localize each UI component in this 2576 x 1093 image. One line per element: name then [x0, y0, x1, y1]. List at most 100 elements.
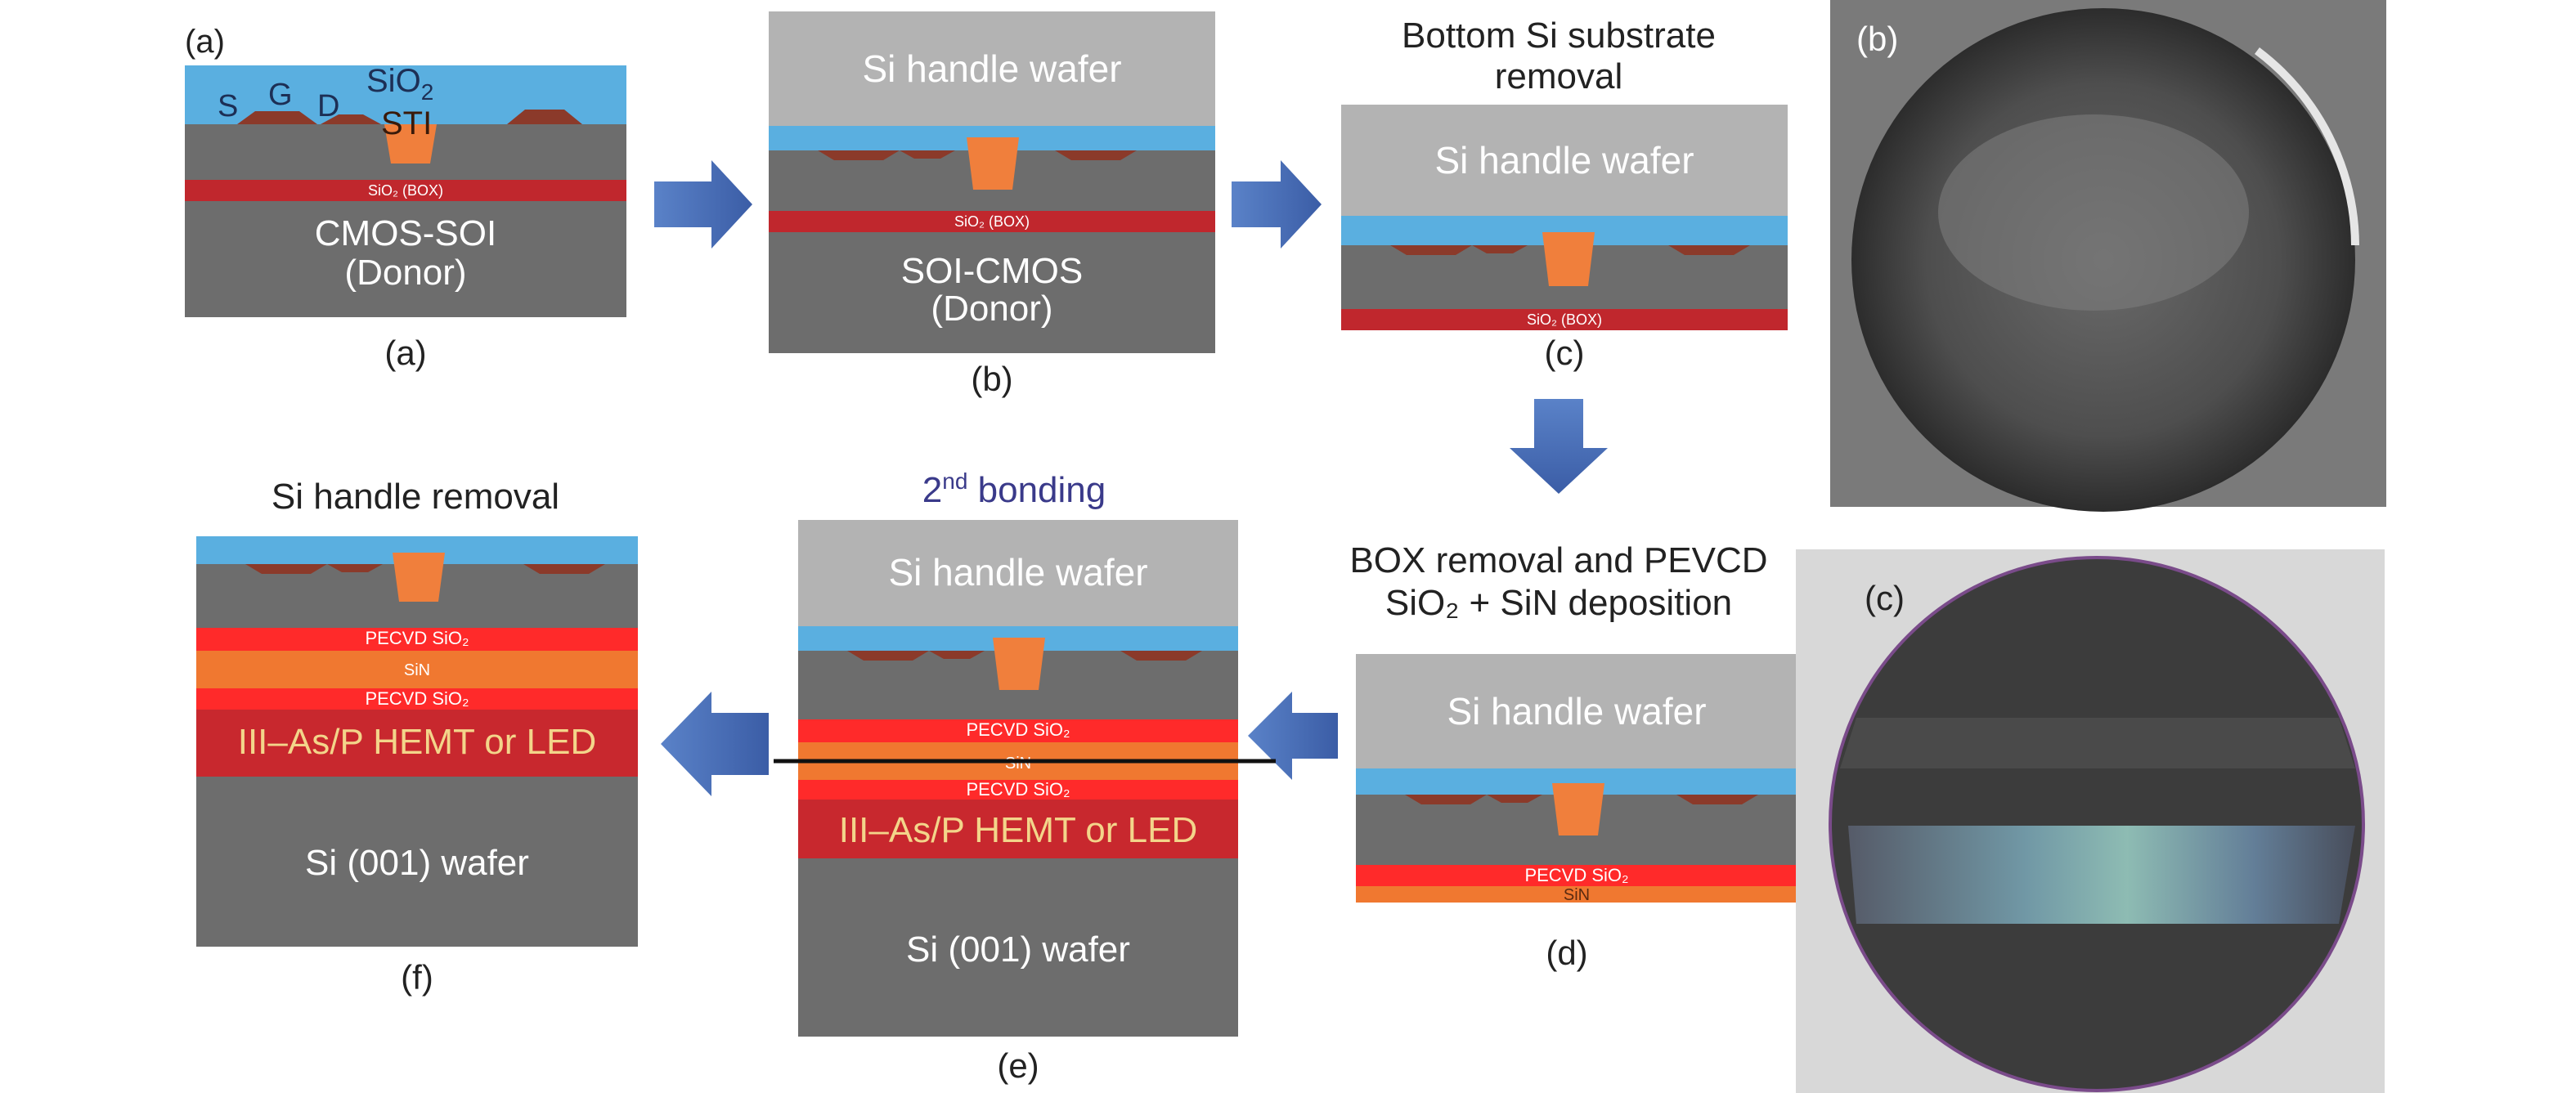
- arrow-d-to-e: [1248, 692, 1338, 780]
- panel-e-gate-1: [847, 651, 929, 661]
- panel-e-pecvd-bottom-label: PECVD SiO₂: [966, 779, 1070, 800]
- panel-d-pecvd-label: PECVD SiO₂: [1524, 865, 1628, 885]
- panel-e-device-layer: [798, 800, 1238, 858]
- panel-a-gate-1: [237, 111, 317, 124]
- panel-c: Bottom Si substrate removal Si handle wa…: [1341, 16, 1788, 372]
- panel-a-sti: [384, 124, 437, 164]
- panel-c-gate-1: [1390, 245, 1472, 255]
- panel-c-title-line1: Bottom Si substrate: [1402, 16, 1716, 56]
- panel-f-gate-1: [245, 564, 327, 574]
- panel-a-d-label: D: [317, 89, 339, 123]
- panel-d-title-line1: BOX removal and PEVCD: [1349, 540, 1767, 580]
- panel-f-sin-layer: [196, 651, 638, 688]
- panel-c-title-line2: removal: [1495, 56, 1623, 96]
- panel-d-gate-2: [1487, 795, 1542, 803]
- photo-c-wafer: [1829, 556, 2365, 1092]
- panel-f-caption: (f): [401, 958, 433, 997]
- panel-e-handle-label: Si handle wafer: [888, 551, 1147, 594]
- panel-b-gate-2: [900, 150, 955, 159]
- panel-b-sti: [967, 137, 1019, 190]
- photo-b-wafer-edge-highlight: [2254, 47, 2359, 246]
- panel-a-g-label: G: [268, 78, 293, 112]
- panel-b-handle-label: Si handle wafer: [862, 47, 1121, 90]
- panel-d-sin-label: SiN: [1564, 886, 1590, 904]
- photo-b-label: (b): [1856, 20, 1898, 58]
- panel-d-handle-label: Si handle wafer: [1447, 690, 1706, 732]
- panel-a-box-layer: [185, 180, 626, 201]
- panel-b-handle: [769, 11, 1215, 126]
- panel-a-sio2-label: SiO2: [366, 63, 433, 105]
- panel-a-caption: (a): [384, 334, 426, 372]
- panel-d: BOX removal and PEVCD SiO₂ + SiN deposit…: [1349, 540, 1797, 972]
- panel-b-box-layer: [769, 211, 1215, 232]
- panel-f-sti: [393, 553, 445, 602]
- panel-e-sti: [993, 638, 1045, 690]
- panel-e-pecvd-bottom-layer: [798, 780, 1238, 800]
- panel-f-title: Si handle removal: [272, 477, 559, 517]
- panel-a-box-label: SiO₂ (BOX): [368, 182, 443, 199]
- panel-f-gate-3: [523, 564, 605, 574]
- panel-d-sin-layer: [1356, 886, 1797, 903]
- panel-e-title: 2nd bonding: [922, 468, 1106, 510]
- panel-d-pecvd-layer: [1356, 865, 1797, 886]
- panel-b-caption: (b): [971, 360, 1012, 398]
- panel-a: (a) SiO₂ (BOX) S G D SiO2 STI CMOS-SOI (…: [185, 24, 626, 372]
- panel-f-pecvd-bottom-label: PECVD SiO₂: [365, 688, 469, 709]
- panel-e-pecvd-top-label: PECVD SiO₂: [966, 719, 1070, 740]
- panel-c-sti: [1542, 232, 1595, 286]
- panel-c-gate-2: [1472, 245, 1528, 253]
- panel-f: Si handle removal PECVD SiO₂ SiN PECVD S…: [196, 477, 638, 997]
- panel-a-sti-label: STI: [381, 105, 432, 141]
- panel-d-caption: (d): [1546, 934, 1587, 972]
- panel-a-substrate-line1: CMOS-SOI: [315, 213, 496, 253]
- panel-b-box-label: SiO₂ (BOX): [954, 213, 1030, 230]
- panel-a-gate-3: [507, 110, 582, 124]
- arrow-e-to-f: [661, 692, 769, 796]
- panel-c-handle-label: Si handle wafer: [1434, 139, 1694, 181]
- panel-a-s-label: S: [218, 89, 238, 123]
- panel-e-gate-3: [1120, 651, 1202, 661]
- panel-f-pecvd-bottom-layer: [196, 688, 638, 710]
- panel-e-caption: (e): [997, 1046, 1039, 1085]
- panel-e-handle: [798, 520, 1238, 626]
- panel-d-gate-1: [1405, 795, 1487, 804]
- arrow-c-to-d: [1510, 399, 1608, 494]
- arrow-b-to-c: [1232, 160, 1322, 249]
- panel-c-caption: (c): [1545, 334, 1585, 372]
- photo-b-bonded-area: [1938, 114, 2249, 311]
- panel-a-gate-2: [321, 114, 381, 124]
- panel-b-gate-3: [1055, 150, 1137, 160]
- panel-b-gate-1: [818, 150, 900, 160]
- panel-e-pecvd-top-layer: [798, 719, 1238, 742]
- panel-d-title-line2: SiO₂ + SiN deposition: [1385, 583, 1732, 623]
- panel-f-gate-2: [327, 564, 383, 572]
- panel-e-sin-label: SiN: [1005, 755, 1031, 773]
- photo-c-label: (c): [1865, 579, 1905, 617]
- panel-f-device-layer: [196, 710, 638, 777]
- panel-e-wafer-label: Si (001) wafer: [906, 929, 1130, 970]
- photo-c-reflection-strip: [1848, 826, 2355, 924]
- panel-b: Si handle wafer SiO₂ (BOX) SOI-CMOS (Don…: [769, 11, 1215, 398]
- panel-e-gate-2: [929, 651, 985, 659]
- panel-f-device-label: III–As/P HEMT or LED: [238, 722, 597, 762]
- panel-f-sin-label: SiN: [404, 661, 430, 679]
- panel-d-gate-3: [1676, 795, 1758, 804]
- photo-b: (b): [1830, 0, 2386, 512]
- panel-f-pecvd-top-layer: [196, 628, 638, 651]
- panel-a-corner-label: (a): [185, 24, 225, 60]
- panel-e: 2nd bonding Si handle wafer PECVD SiO₂ S…: [774, 468, 1276, 1085]
- photo-c: (c): [1796, 549, 2385, 1093]
- panel-f-pecvd-top-label: PECVD SiO₂: [365, 628, 469, 648]
- panel-f-wafer-label: Si (001) wafer: [305, 843, 529, 883]
- arrow-a-to-b: [654, 160, 752, 249]
- panel-b-substrate-line2: (Donor): [931, 289, 1052, 329]
- panel-b-substrate-line1: SOI-CMOS: [901, 251, 1083, 291]
- panel-d-handle: [1356, 654, 1797, 768]
- panel-a-substrate-line2: (Donor): [344, 253, 466, 293]
- panel-c-box-layer: [1341, 309, 1788, 330]
- panel-d-sti: [1552, 783, 1604, 835]
- panel-c-gate-3: [1668, 245, 1750, 255]
- panel-c-handle: [1341, 105, 1788, 216]
- panel-e-device-label: III–As/P HEMT or LED: [839, 810, 1198, 850]
